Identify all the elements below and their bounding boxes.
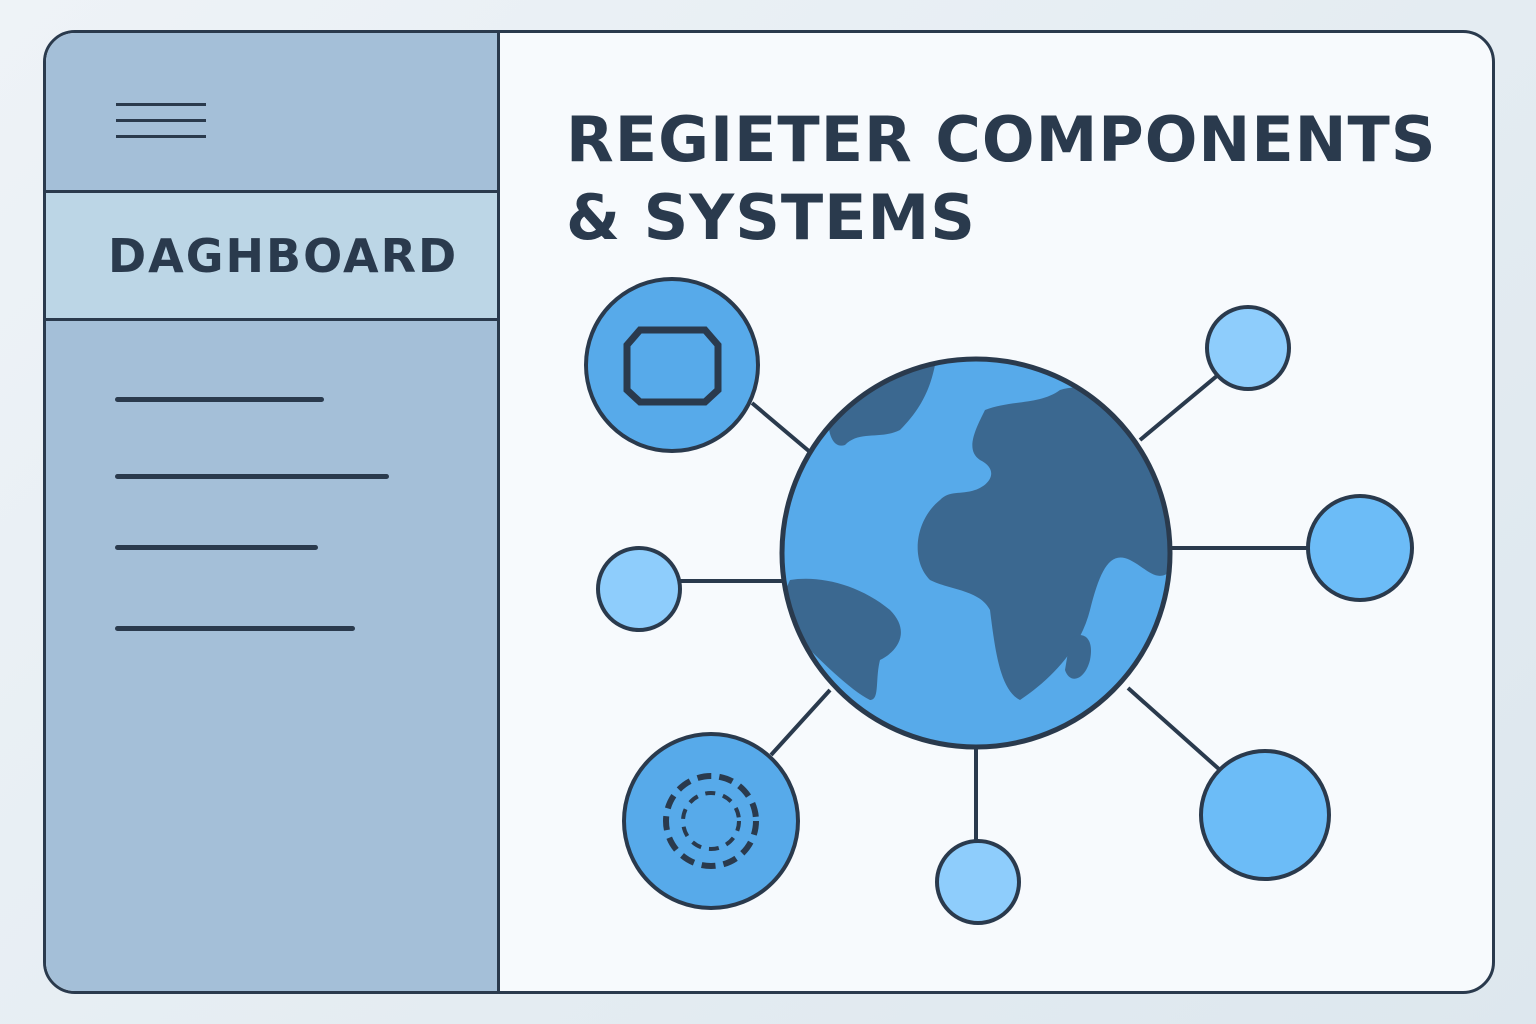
connectors xyxy=(680,373,1308,840)
title-line-1: REGIETER COMPONENTS xyxy=(566,103,1437,176)
app-window: DAGHBOARD REGIETER COMPONENTS & SYSTEMS xyxy=(43,30,1495,994)
ring-node[interactable] xyxy=(622,732,800,910)
hamburger-icon[interactable] xyxy=(116,103,206,139)
globe-icon[interactable] xyxy=(779,356,1180,750)
sidebar-item-label: DAGHBOARD xyxy=(108,228,459,283)
sidebar-item-dashboard[interactable]: DAGHBOARD xyxy=(46,193,497,321)
sidebar-item-4[interactable] xyxy=(115,626,355,631)
ring-icon xyxy=(663,773,759,869)
node-bottom-right[interactable] xyxy=(1199,749,1331,881)
chip-icon xyxy=(623,326,722,406)
sidebar-header xyxy=(46,33,497,193)
sidebar-item-3[interactable] xyxy=(115,545,318,550)
title-line-2: & SYSTEMS xyxy=(566,181,976,254)
node-left[interactable] xyxy=(596,546,682,632)
node-right[interactable] xyxy=(1306,494,1414,602)
node-bottom[interactable] xyxy=(935,839,1021,925)
sidebar-item-2[interactable] xyxy=(115,474,389,479)
page-title: REGIETER COMPONENTS & SYSTEMS xyxy=(566,101,1437,257)
sidebar: DAGHBOARD xyxy=(46,33,500,991)
sidebar-item-1[interactable] xyxy=(115,397,324,402)
chip-node[interactable] xyxy=(584,277,760,453)
nodes xyxy=(584,277,1414,925)
node-top-right[interactable] xyxy=(1205,305,1291,391)
